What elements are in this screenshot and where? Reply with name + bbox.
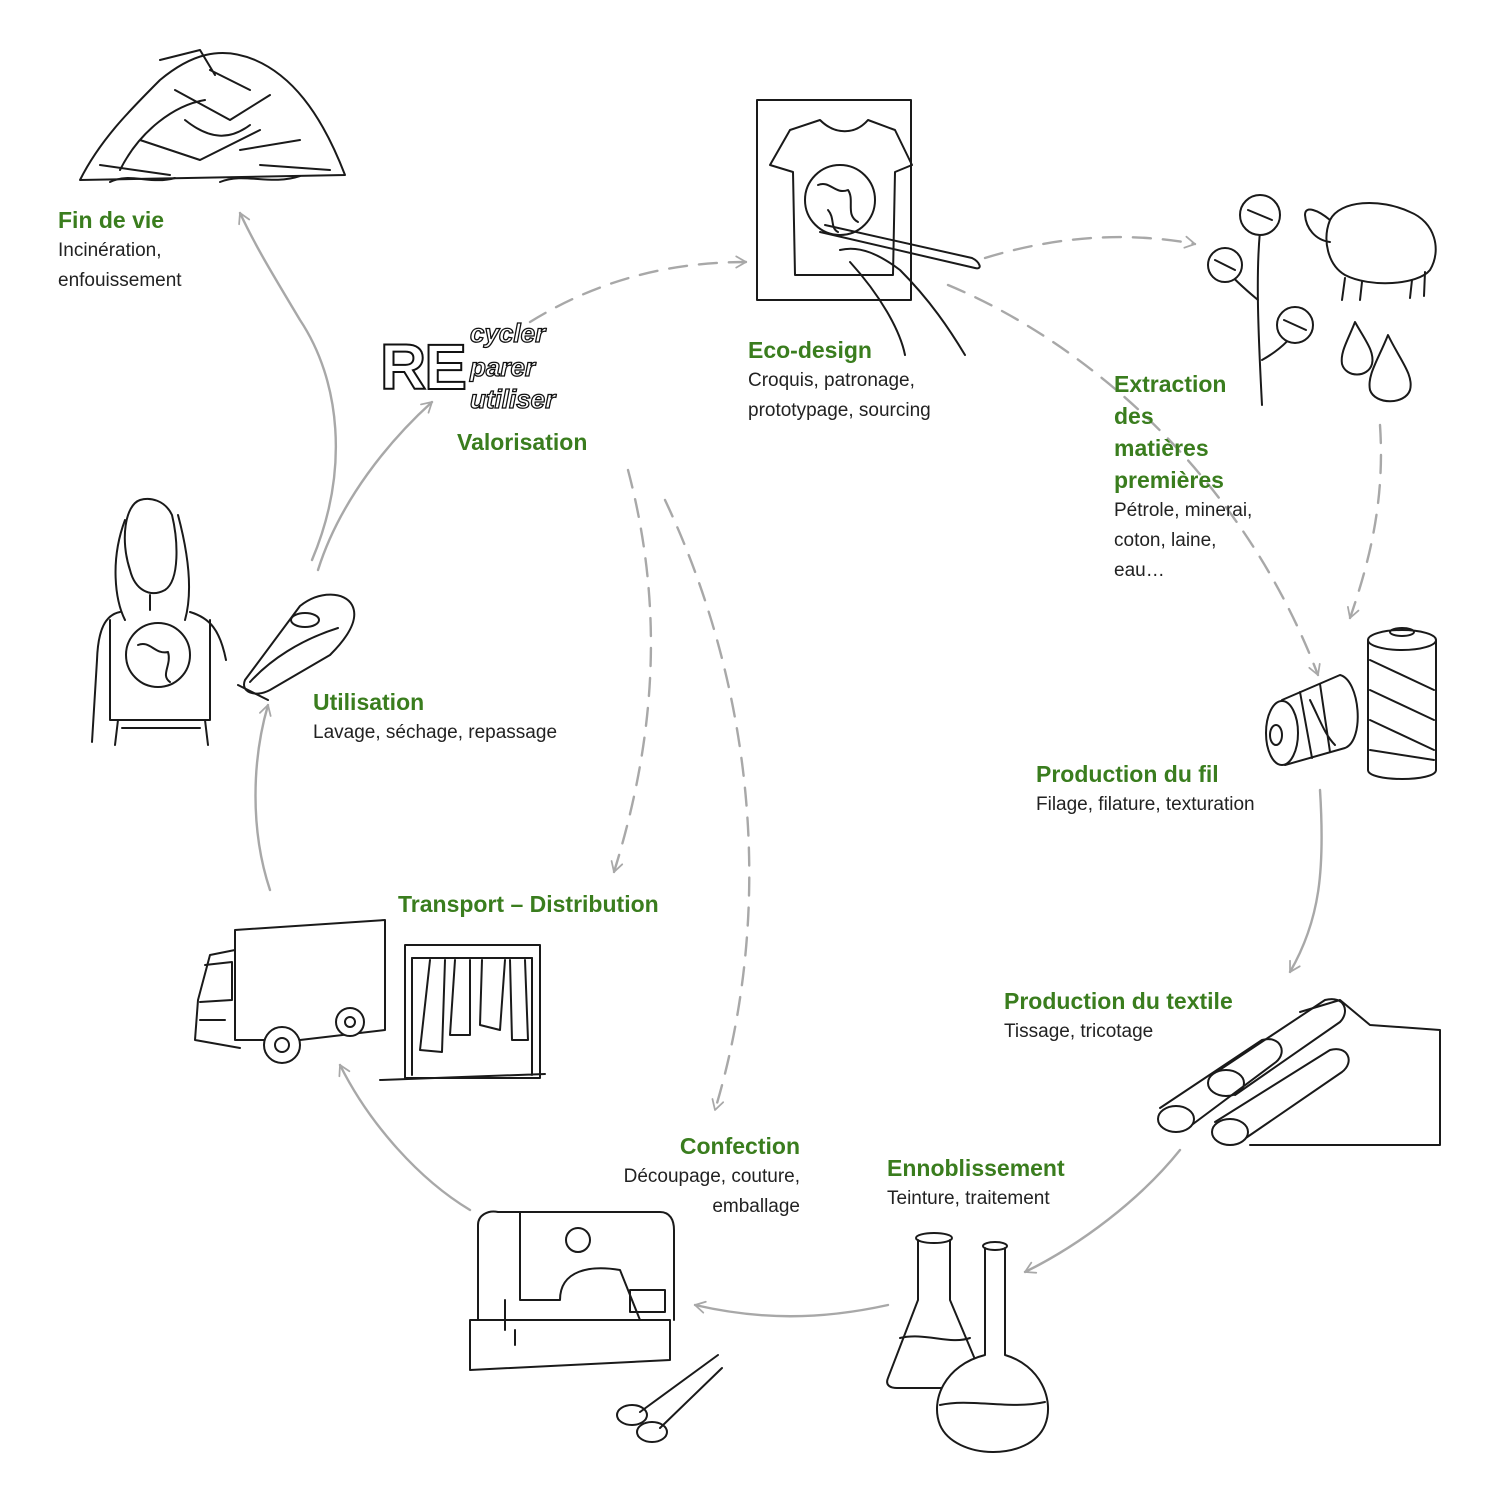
stage-extraction-title-3: matières bbox=[1114, 435, 1209, 461]
stage-confection-desc-2: emballage bbox=[712, 1196, 800, 1217]
stage-fin-de-vie: Fin de vie Incinération, enfouissement bbox=[58, 204, 182, 296]
re-logo-word-3: utiliser bbox=[469, 383, 556, 414]
arrow-utilisation-to-valorisation bbox=[316, 400, 434, 572]
clothes-pile-icon bbox=[79, 49, 346, 183]
stage-utilisation: Utilisation Lavage, séchage, repassage bbox=[313, 686, 557, 748]
re-logo-word-1: cycler bbox=[469, 317, 546, 348]
re-logo-letters: RE bbox=[379, 331, 468, 403]
stage-eco-design: Eco-design Croquis, patronage, prototypa… bbox=[748, 334, 931, 426]
stage-textile: Production du textile Tissage, tricotage bbox=[1004, 985, 1233, 1047]
tshirt-sketch-icon bbox=[756, 99, 981, 356]
stage-extraction-title-4: premières bbox=[1114, 467, 1224, 493]
iron-icon bbox=[237, 593, 356, 701]
stage-eco-design-desc-2: prototypage, sourcing bbox=[748, 400, 931, 421]
stage-fil-desc: Filage, filature, texturation bbox=[1036, 794, 1255, 815]
stage-fil: Production du fil Filage, filature, text… bbox=[1036, 758, 1255, 820]
stage-utilisation-title: Utilisation bbox=[313, 689, 425, 715]
truck-icon bbox=[194, 919, 386, 1064]
arrow-fil-to-textile bbox=[1288, 788, 1323, 974]
arrow-drops-to-fil bbox=[1347, 423, 1383, 620]
re-logo-word-2: parer bbox=[469, 351, 536, 382]
stage-fil-title: Production du fil bbox=[1036, 761, 1219, 787]
stage-extraction-title-2: des bbox=[1114, 403, 1154, 429]
stage-confection-title: Confection bbox=[679, 1133, 800, 1159]
stage-confection: Confection Découpage, couture, emballage bbox=[560, 1130, 800, 1222]
arrow-confection-to-transport bbox=[338, 1063, 472, 1212]
arrow-valorisation-to-ecodesign bbox=[528, 255, 748, 324]
stage-valorisation: Valorisation bbox=[457, 426, 587, 458]
cotton-plant-icon bbox=[1207, 194, 1314, 406]
clothes-rack-icon bbox=[379, 944, 546, 1081]
stage-eco-design-title: Eco-design bbox=[748, 337, 872, 363]
stage-ennoblissement: Ennoblissement Teinture, traitement bbox=[887, 1152, 1065, 1214]
arrow-valorisation-to-confection bbox=[663, 498, 751, 1112]
stage-extraction: Extraction des matières premières Pétrol… bbox=[1114, 368, 1252, 586]
sheep-icon bbox=[1304, 202, 1437, 301]
stage-extraction-desc-3: eau… bbox=[1114, 560, 1165, 581]
arrow-textile-to-ennoblissement bbox=[1023, 1148, 1182, 1274]
stage-eco-design-desc-1: Croquis, patronage, bbox=[748, 370, 915, 391]
sewing-machine-icon bbox=[469, 1210, 675, 1371]
stage-confection-desc-1: Découpage, couture, bbox=[623, 1166, 800, 1187]
stage-textile-desc: Tissage, tricotage bbox=[1004, 1021, 1154, 1042]
stage-extraction-title-1: Extraction bbox=[1114, 371, 1227, 397]
stage-transport-title: Transport – Distribution bbox=[398, 891, 659, 917]
arrow-ennoblissement-to-confection bbox=[693, 1300, 890, 1318]
arrow-utilisation-to-fin-de-vie bbox=[238, 211, 337, 562]
stage-ennoblissement-desc: Teinture, traitement bbox=[887, 1188, 1050, 1209]
stage-valorisation-title: Valorisation bbox=[457, 429, 588, 455]
arrow-valorisation-to-transport bbox=[610, 468, 653, 874]
stage-fin-de-vie-desc-1: Incinération, bbox=[58, 240, 162, 261]
arrow-ecodesign-to-fil bbox=[946, 283, 1321, 677]
stage-fin-de-vie-desc-2: enfouissement bbox=[58, 270, 182, 291]
stage-transport: Transport – Distribution bbox=[398, 888, 659, 920]
scissors-icon bbox=[616, 1354, 723, 1443]
arrow-ecodesign-to-extraction bbox=[983, 235, 1197, 260]
oil-drops-icon bbox=[1340, 321, 1412, 403]
stage-extraction-desc-1: Pétrole, minerai, bbox=[1114, 500, 1253, 521]
woman-tshirt-icon bbox=[91, 497, 227, 746]
thread-spools-icon bbox=[1265, 627, 1437, 780]
stage-utilisation-desc: Lavage, séchage, repassage bbox=[313, 722, 558, 743]
stage-textile-title: Production du textile bbox=[1004, 988, 1233, 1014]
stage-ennoblissement-title: Ennoblissement bbox=[887, 1155, 1065, 1181]
fabric-rolls-icon bbox=[1157, 998, 1441, 1146]
arrow-transport-to-utilisation bbox=[254, 703, 272, 892]
stage-extraction-desc-2: coton, laine, bbox=[1114, 530, 1217, 551]
stage-fin-de-vie-title: Fin de vie bbox=[58, 207, 165, 233]
lab-flasks-icon bbox=[886, 1232, 1050, 1453]
